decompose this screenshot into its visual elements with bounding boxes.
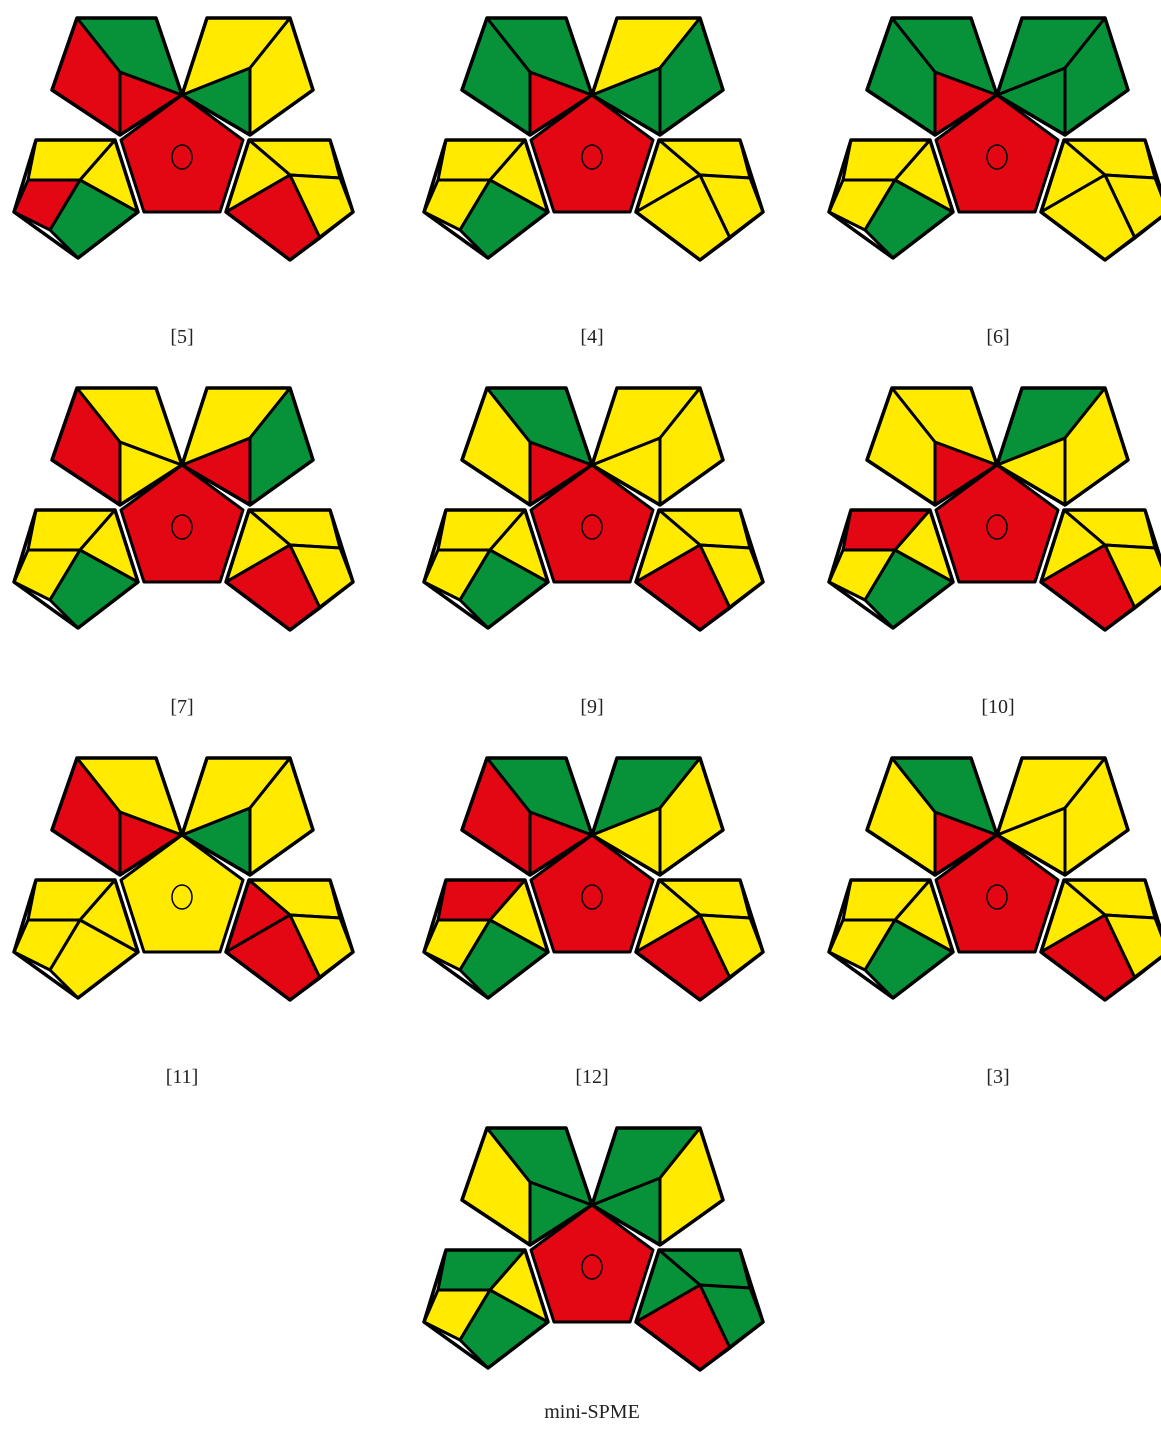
pictogram-label: [7] xyxy=(170,696,193,718)
petal-lower-left xyxy=(424,140,548,258)
petal-lower-left xyxy=(424,880,548,998)
petal-lower-left xyxy=(14,880,138,998)
pictogram-label: mini-SPME xyxy=(544,1401,640,1423)
petal-lower-left xyxy=(829,140,953,258)
pictogram-label: [10] xyxy=(981,696,1014,718)
pictogram xyxy=(424,1128,763,1370)
pictogram xyxy=(14,758,353,1000)
pictogram-label: [5] xyxy=(170,326,193,348)
petal-lower-left xyxy=(14,140,138,258)
petal-lower-right xyxy=(226,140,353,260)
pictogram xyxy=(424,388,763,630)
petal-lower-left xyxy=(424,510,548,628)
petal-lower-left xyxy=(829,880,953,998)
pictogram-label: [12] xyxy=(575,1066,608,1088)
petal-lower-right xyxy=(226,510,353,630)
petal-lower-right xyxy=(636,510,763,630)
pictogram xyxy=(424,758,763,1000)
petal-lower-right xyxy=(636,1250,763,1370)
petal-lower-right xyxy=(1041,140,1161,260)
pictogram-label: [3] xyxy=(986,1066,1009,1088)
petal-lower-right xyxy=(1041,880,1161,1000)
petal-lower-left xyxy=(424,1250,548,1368)
petal-lower-right xyxy=(636,880,763,1000)
petal-lower-right xyxy=(1041,510,1161,630)
pictogram-label: [11] xyxy=(166,1066,199,1088)
pictogram-label: [9] xyxy=(580,696,603,718)
pictogram xyxy=(829,758,1161,1000)
petal-lower-right xyxy=(636,140,763,260)
pictogram xyxy=(14,388,353,630)
pictogram xyxy=(14,18,353,260)
petal-lower-right xyxy=(226,880,353,1000)
pictogram xyxy=(829,18,1161,260)
pictogram xyxy=(424,18,763,260)
pictogram-label: [6] xyxy=(986,326,1009,348)
petal-lower-left xyxy=(14,510,138,628)
pictogram xyxy=(829,388,1161,630)
petal-lower-left xyxy=(829,510,953,628)
pictogram-label: [4] xyxy=(580,326,603,348)
